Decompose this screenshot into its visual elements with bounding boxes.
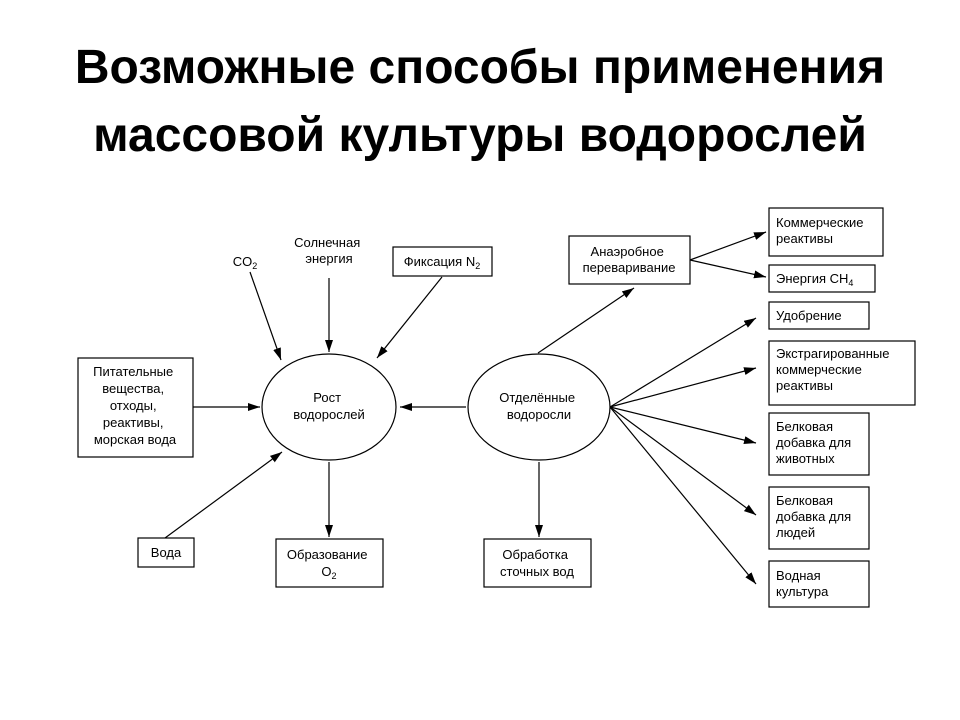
arrow-nfix-to-growth bbox=[376, 276, 443, 359]
arrow-water-to-growth bbox=[164, 451, 283, 539]
label-nfix: Фиксация N2 bbox=[404, 254, 480, 271]
label-protein-animals: Белковая добавка для животных bbox=[776, 419, 855, 466]
label-aquaculture: Водная культура bbox=[776, 568, 829, 599]
slide-title-line-1: Возможные способы применения bbox=[74, 41, 886, 94]
label-protein-humans: Белковая добавка для людей bbox=[776, 493, 855, 540]
arrow-separated-to-aquaculture bbox=[609, 406, 757, 585]
node-extracted-box bbox=[768, 340, 916, 406]
arrow-co2-to-growth bbox=[249, 271, 282, 361]
label-separated: Отделённые водоросли bbox=[499, 390, 578, 422]
label-extracted: Экстрагированные коммерческие реактивы bbox=[776, 346, 893, 393]
arrow-separated-to-protein-animals bbox=[609, 406, 757, 445]
node-separated-ellipse bbox=[467, 353, 611, 461]
node-anaerobic-box bbox=[568, 235, 691, 285]
arrow-anaerobic-to-ch4 bbox=[689, 259, 767, 279]
label-o2: Образование O2 bbox=[287, 547, 371, 581]
node-aquaculture-box bbox=[768, 560, 870, 608]
slide-title-line-2: массовой культуры водорослей bbox=[93, 109, 867, 162]
label-water: Вода bbox=[151, 545, 182, 560]
label-growth: Рост водорослей bbox=[293, 390, 365, 422]
node-water-box bbox=[137, 537, 195, 568]
node-ch4-box bbox=[768, 264, 876, 293]
node-commercial-reagents-box bbox=[768, 207, 884, 257]
node-o2-box bbox=[275, 538, 384, 588]
node-protein-animals-box bbox=[768, 412, 870, 476]
label-nutrients: Питательные вещества, отходы, реактивы, … bbox=[93, 364, 177, 447]
node-sewage-box bbox=[483, 538, 592, 588]
node-fertilizer-box bbox=[768, 301, 870, 330]
label-ch4: Энергия CH4 bbox=[776, 271, 853, 288]
label-commercial-reagents: Коммерческие реактивы bbox=[776, 215, 867, 246]
node-protein-humans-box bbox=[768, 486, 870, 550]
label-co2: CO2 bbox=[233, 254, 258, 271]
label-solar-energy: Солнечная энергия bbox=[294, 235, 364, 266]
node-nutrients-box bbox=[77, 357, 194, 458]
arrow-separated-to-protein-humans bbox=[609, 406, 757, 516]
arrow-anaerobic-to-commercial bbox=[689, 231, 767, 261]
label-anaerobic: Анаэробное переваривание bbox=[583, 244, 676, 275]
arrow-separated-to-extracted bbox=[609, 367, 757, 408]
arrow-separated-to-anaerobic bbox=[537, 287, 635, 354]
label-fertilizer: Удобрение bbox=[776, 308, 842, 323]
node-growth-ellipse bbox=[261, 353, 397, 461]
label-sewage: Обработка сточных вод bbox=[500, 547, 574, 579]
arrow-separated-to-fertilizer bbox=[609, 317, 757, 408]
node-nfix-box bbox=[392, 246, 493, 277]
